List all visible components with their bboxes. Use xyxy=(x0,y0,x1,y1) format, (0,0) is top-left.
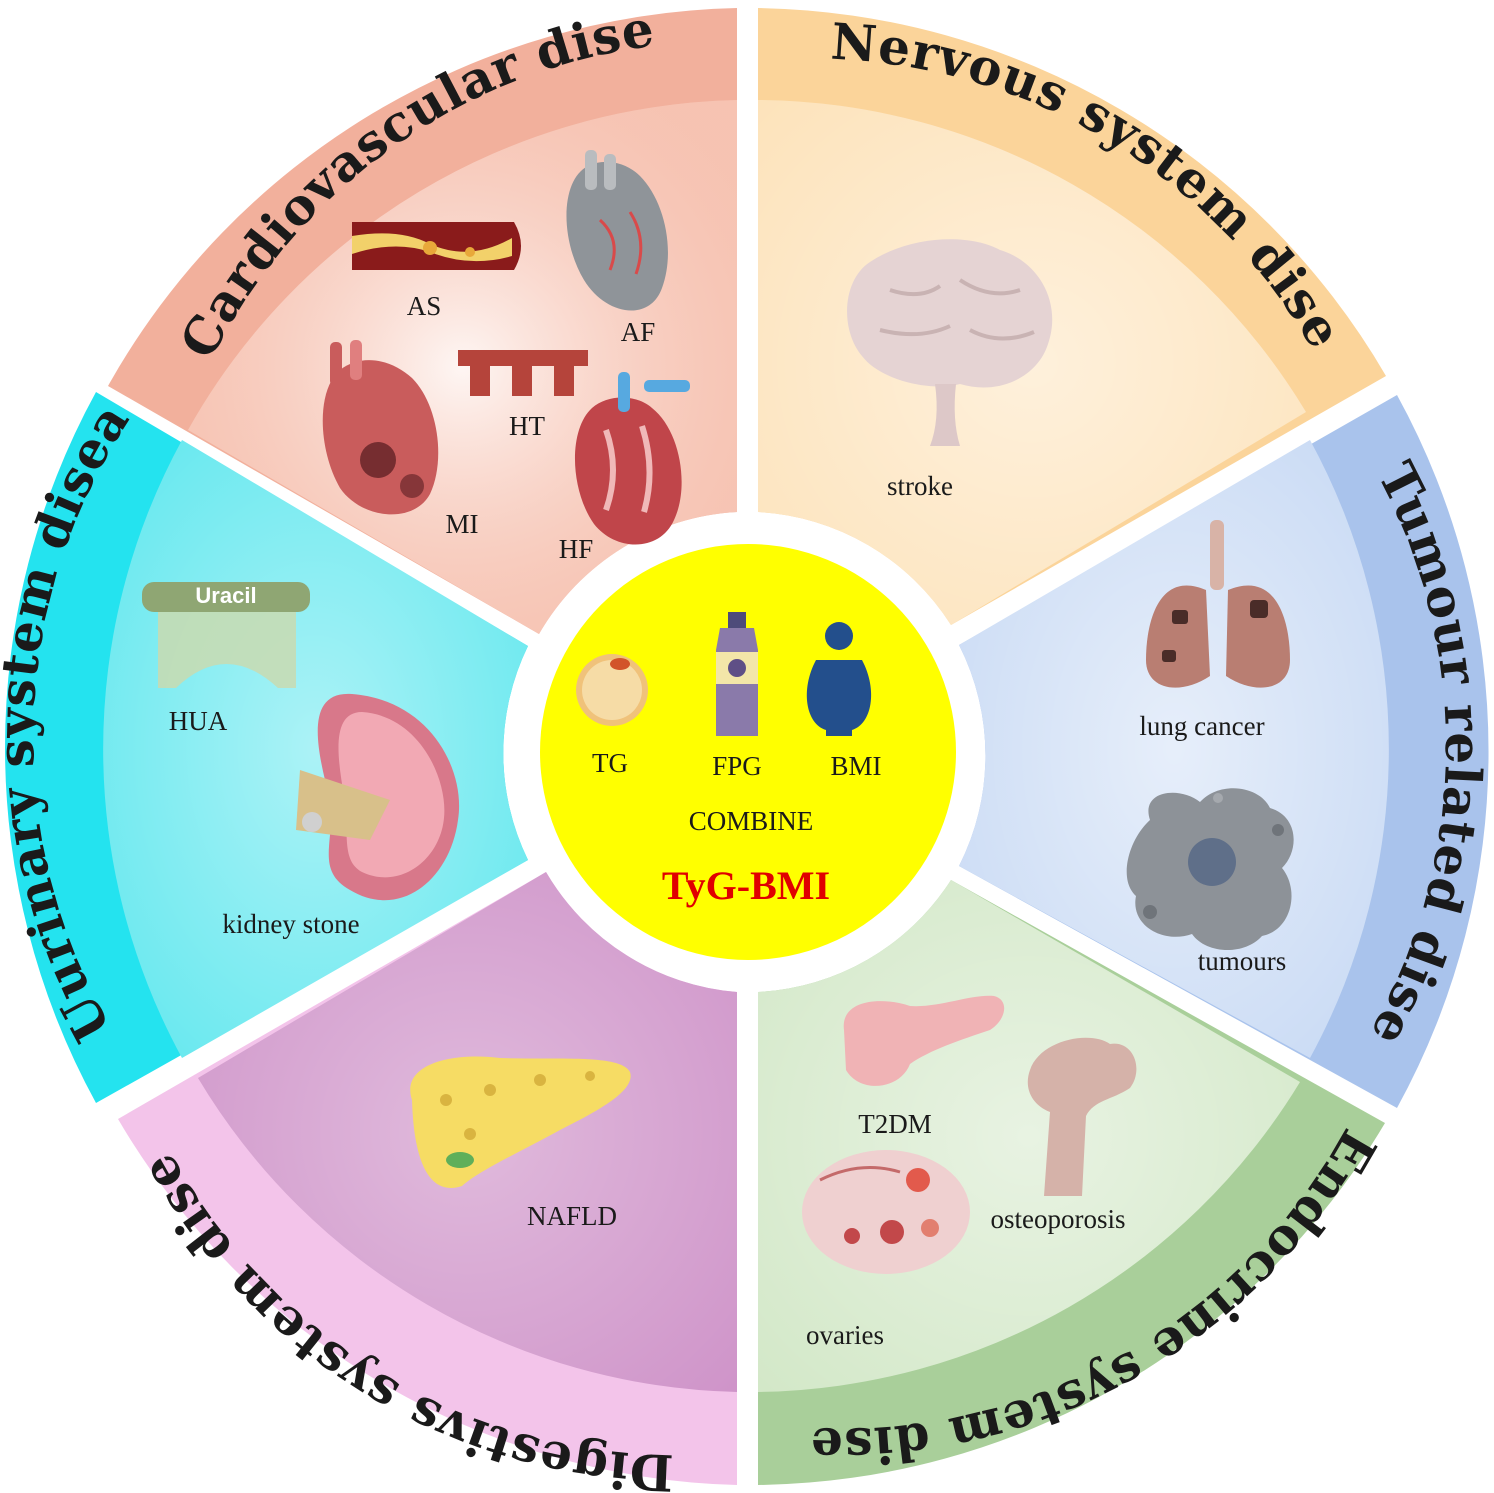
label-mi: MI xyxy=(446,509,479,539)
glucose-bottle-icon xyxy=(716,612,758,736)
label-hf: HF xyxy=(559,534,594,564)
label-tumours: tumours xyxy=(1198,946,1287,976)
label-as: AS xyxy=(407,291,442,321)
hub-fpg: FPG xyxy=(712,751,762,781)
hub: TG FPG BMI COMBINE TyG-BMI xyxy=(540,544,956,960)
hub-circle xyxy=(540,544,956,960)
uracil-icon: Uracil xyxy=(142,582,310,688)
hub-combine: COMBINE xyxy=(689,806,814,836)
heart-mi-icon xyxy=(322,340,439,515)
label-kidney-stone: kidney stone xyxy=(222,909,359,939)
label-ovaries: ovaries xyxy=(806,1320,884,1350)
body-icon xyxy=(806,622,872,736)
hub-bmi: BMI xyxy=(830,751,881,781)
uracil-label: Uracil xyxy=(195,583,256,608)
label-stroke: stroke xyxy=(887,471,953,501)
artery-icon xyxy=(352,222,521,270)
pancreas-icon xyxy=(843,995,1005,1086)
liver-icon xyxy=(410,1056,631,1188)
femur-icon xyxy=(1027,1037,1137,1196)
lungs-icon xyxy=(1146,520,1290,688)
tumour-cell-icon xyxy=(1126,788,1294,951)
label-t2dm: T2DM xyxy=(858,1109,932,1139)
label-nafld: NAFLD xyxy=(527,1201,617,1231)
heart-af-icon xyxy=(566,150,668,311)
segment-digestive xyxy=(118,872,737,1485)
heart-hf-icon xyxy=(574,372,690,545)
hub-tyg-bmi: TyG-BMI xyxy=(662,863,830,908)
hub-tg: TG xyxy=(592,748,628,778)
ovary-icon xyxy=(802,1150,970,1274)
fat-cell-icon xyxy=(576,654,648,726)
vessel-ht-icon xyxy=(458,350,588,396)
label-osteoporosis: osteoporosis xyxy=(991,1204,1126,1234)
kidney-icon xyxy=(296,693,460,901)
label-af: AF xyxy=(621,317,656,347)
brain-icon xyxy=(847,239,1053,446)
label-ht: HT xyxy=(509,411,545,441)
label-hua: HUA xyxy=(169,706,228,736)
label-lung-cancer: lung cancer xyxy=(1139,711,1264,741)
